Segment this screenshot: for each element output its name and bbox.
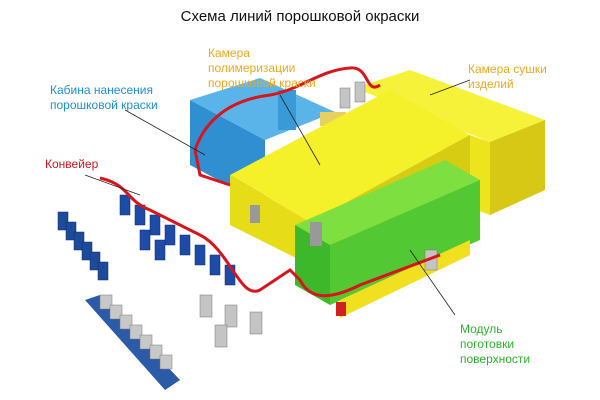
diagram-title: Схема линий порошковой окраски: [180, 8, 420, 25]
drying-chamber-label: Камера сушки изделий: [468, 62, 547, 91]
booth-leader: [124, 109, 206, 156]
conveyor-track: [99, 66, 441, 298]
hanging-parts: [119, 194, 236, 286]
pretreatment-module-label: Модуль поготовки поверхности: [460, 322, 531, 366]
polymerization-chamber-label: Камера полимеризации порошковой краски: [208, 46, 316, 90]
drying-leader: [429, 79, 471, 96]
powder-booth-label: Кабина нанесения порошковой краски: [50, 83, 158, 112]
conveyor-label: Конвейер: [45, 157, 99, 171]
pretreatment-module: [295, 160, 480, 318]
polymerization-leader: [279, 94, 321, 166]
hanging-parts-grey: [199, 81, 438, 348]
loading-rack: [57, 211, 180, 390]
conveyor-leader: [84, 174, 141, 196]
pretreatment-leader: [409, 249, 456, 316]
